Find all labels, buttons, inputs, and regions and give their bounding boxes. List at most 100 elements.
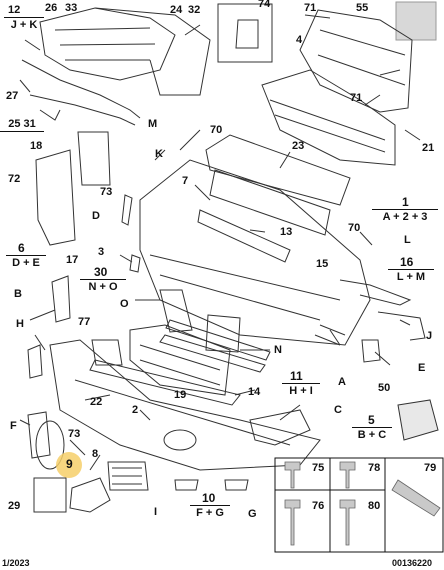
callout-F: F [10, 420, 17, 432]
footer-date: 1/2023 [2, 558, 30, 568]
callout-73a: 73 [100, 186, 113, 198]
group-10: F + G [190, 504, 230, 519]
callout-M: M [148, 118, 158, 130]
group-6: D + E [6, 254, 46, 269]
upper-grille-part [39, 7, 176, 81]
part-17 [35, 149, 76, 246]
bumper-15 [139, 159, 371, 346]
callout-A: A [338, 376, 346, 388]
group-11: H + I [282, 382, 320, 397]
screw-80 [339, 499, 356, 546]
beam-23 [205, 134, 351, 206]
group-10-label: F + G [196, 507, 224, 519]
grille-8 [107, 461, 149, 491]
lower-bumper-2 [49, 339, 321, 471]
callout-G: G [248, 508, 257, 520]
callout-21: 21 [422, 142, 435, 154]
grille-frame-part [94, 7, 211, 96]
callout-6: 6 [18, 241, 25, 255]
group-16: L + M [388, 268, 434, 283]
callout-C: C [334, 404, 342, 416]
part-18 [77, 131, 111, 186]
group-1: A + 2 + 3 [372, 208, 438, 223]
group-12: J + K [4, 16, 44, 31]
part-H [27, 344, 43, 379]
callout-3: 3 [98, 246, 105, 258]
callout-N: N [274, 344, 282, 356]
callout-19: 19 [174, 389, 187, 401]
callout-D: D [92, 210, 100, 222]
pin-79 [391, 479, 441, 517]
group-30: N + O [80, 278, 126, 293]
callout-76: 76 [312, 500, 325, 512]
callout-E: E [418, 362, 426, 374]
callout-8: 8 [92, 448, 99, 460]
callout-80: 80 [368, 500, 381, 512]
callout-9: 9 [66, 457, 73, 471]
callout-B: B [14, 288, 22, 300]
callout-78: 78 [368, 462, 381, 474]
strip-L [339, 279, 412, 306]
group-1-label: A + 2 + 3 [382, 211, 428, 223]
callout-26: 26 [45, 2, 58, 14]
callout-71a: 71 [304, 2, 317, 14]
front-panel-part [299, 9, 413, 113]
callout-K: K [155, 148, 163, 160]
screw-75 [284, 461, 301, 489]
callout-5: 5 [368, 413, 375, 427]
module-50 [397, 399, 439, 441]
group-6-label: D + E [12, 257, 40, 269]
group-12-label: J + K [10, 19, 38, 31]
callout-14: 14 [248, 386, 261, 398]
callout-18: 18 [30, 140, 43, 152]
callout-23: 23 [292, 140, 305, 152]
callout-11: 11 [290, 369, 303, 383]
group-5: B + C [352, 426, 392, 441]
group-30-label: N + O [88, 281, 118, 293]
strip-13 [197, 209, 291, 263]
callout-2: 2 [132, 404, 139, 416]
callout-33: 33 [65, 2, 78, 14]
callout-55: 55 [356, 2, 369, 14]
screw-76 [284, 499, 301, 546]
callout-4: 4 [296, 34, 303, 46]
callout-7: 7 [182, 175, 189, 187]
callout-10: 10 [202, 491, 216, 505]
footer-ref: 00136220 [392, 558, 433, 568]
callout-24: 24 [170, 4, 183, 16]
callout-30: 30 [94, 265, 108, 279]
callout-J: J [426, 330, 433, 342]
callout-15: 15 [316, 258, 329, 270]
absorber-1 [209, 169, 331, 236]
callout-75: 75 [312, 462, 325, 474]
grille-4 [261, 69, 396, 166]
group-5-label: B + C [357, 429, 387, 441]
part-9-grille [35, 420, 65, 470]
callout-1: 1 [402, 195, 409, 209]
group-25-31: 25 31 [0, 118, 44, 133]
callout-O: O [120, 298, 129, 310]
callout-77: 77 [78, 316, 91, 328]
grille-trim-part-2 [29, 94, 136, 126]
fastener-box [274, 457, 444, 553]
screw-78 [339, 461, 356, 489]
callout-50: 50 [378, 382, 391, 394]
part-29 [33, 477, 67, 513]
part-F [27, 411, 51, 459]
group-16-label: L + M [396, 271, 426, 283]
callout-79: 79 [424, 462, 437, 474]
grille-19 [129, 324, 231, 396]
callout-12: 12 [8, 4, 21, 16]
callout-70b: 70 [348, 222, 361, 234]
callout-L: L [404, 234, 411, 246]
callout-17: 17 [66, 254, 79, 266]
group-25-31-label: 25 31 [8, 118, 36, 130]
callout-32: 32 [188, 4, 201, 16]
callout-9-highlight [56, 452, 82, 478]
callout-27: 27 [6, 90, 19, 102]
grille-trim-part [21, 59, 141, 119]
group-11-label: H + I [289, 385, 313, 397]
part-G-trim [69, 477, 111, 513]
clip-74-box [217, 3, 273, 63]
callout-70a: 70 [210, 124, 223, 136]
